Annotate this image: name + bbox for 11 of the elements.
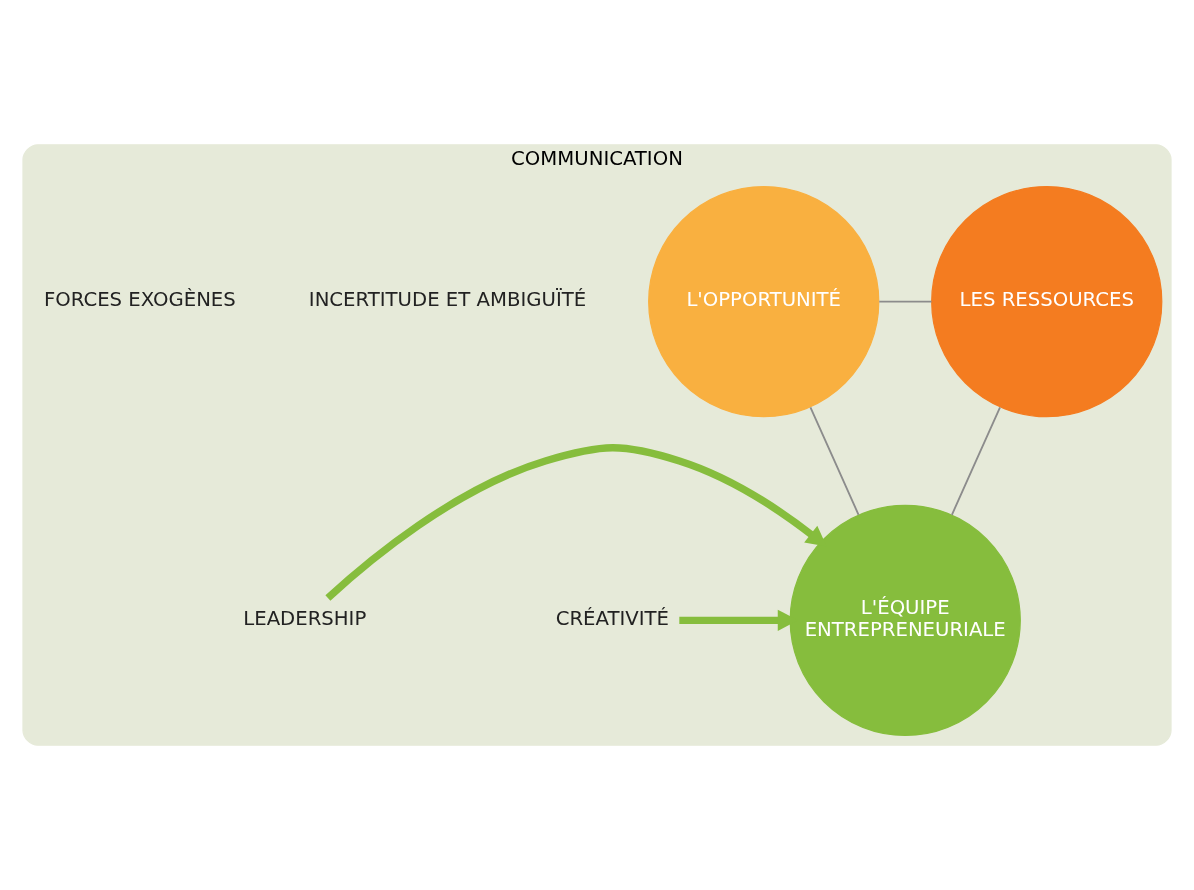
label: INCERTITUDE ET AMBIGUÏTÉ	[308, 288, 587, 312]
node-circle: L'OPPORTUNITÉ	[648, 186, 880, 418]
arrow	[325, 444, 827, 601]
node-circle: L'ÉQUIPE ENTREPRENEURIALE	[789, 504, 1021, 736]
connector	[878, 300, 933, 303]
connector	[809, 406, 860, 516]
node-text: CRÉATIVITÉ	[555, 607, 670, 631]
connector	[950, 406, 1001, 516]
node-circle: LES RESSOURCES	[931, 186, 1163, 418]
node-text: LEADERSHIP	[243, 607, 367, 631]
label: FORCES EXOGÈNES	[43, 288, 236, 312]
